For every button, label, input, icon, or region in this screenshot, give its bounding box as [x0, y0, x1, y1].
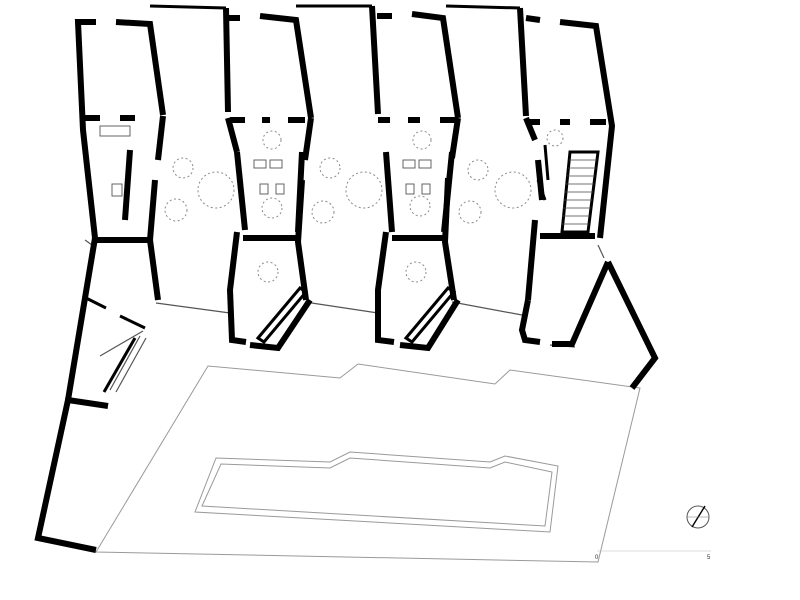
glazing	[84, 239, 605, 393]
activity-circles	[164, 129, 564, 283]
scale-start-label: 0	[595, 555, 599, 561]
scale-bar: 0 5	[595, 550, 711, 561]
north-arrow-icon	[686, 505, 710, 529]
sanitary-fixtures	[99, 125, 432, 197]
sandpit-outline	[194, 451, 559, 533]
scale-end-label: 5	[707, 555, 711, 561]
exterior-walls	[34, 4, 659, 553]
staircase	[560, 150, 600, 234]
courtyard-outline	[95, 363, 641, 563]
interior-walls	[84, 115, 606, 393]
